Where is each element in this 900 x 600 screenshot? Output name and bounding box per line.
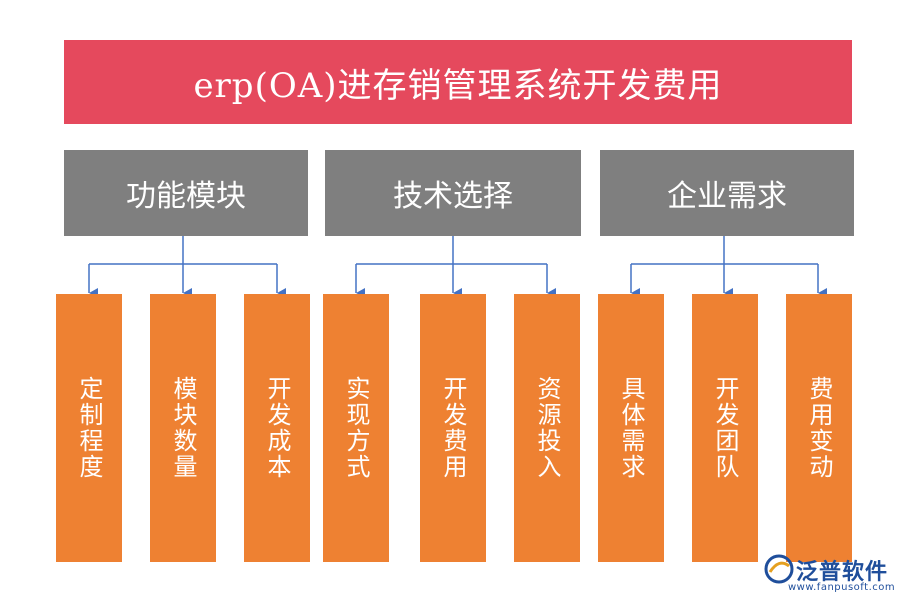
category-label: 企业需求 xyxy=(667,179,787,214)
leaf-label: 实现方式 xyxy=(342,376,370,480)
leaf-label: 资源投入 xyxy=(533,376,561,480)
leaf-label: 费用变动 xyxy=(805,376,833,480)
category-box-enterprise-needs: 企业需求 xyxy=(600,150,854,236)
connector-group-3 xyxy=(630,236,827,298)
category-label: 功能模块 xyxy=(126,179,246,214)
leaf-label: 定制程度 xyxy=(75,376,103,480)
leaf-label: 开发费用 xyxy=(439,376,467,480)
logo-mark-icon xyxy=(764,554,794,584)
leaf-box: 开发费用 xyxy=(420,294,486,562)
connector-group-2 xyxy=(355,236,556,298)
leaf-label: 开发团队 xyxy=(711,376,739,480)
title-banner: erp(OA)进存销管理系统开发费用 xyxy=(64,40,852,124)
diagram-title: erp(OA)进存销管理系统开发费用 xyxy=(193,65,723,106)
leaf-box: 具体需求 xyxy=(598,294,664,562)
leaf-box: 开发成本 xyxy=(244,294,310,562)
leaf-box: 模块数量 xyxy=(150,294,216,562)
category-label: 技术选择 xyxy=(393,179,513,214)
category-box-tech-choice: 技术选择 xyxy=(325,150,581,236)
connector-group-1 xyxy=(88,236,286,298)
leaf-box: 实现方式 xyxy=(323,294,389,562)
leaf-label: 具体需求 xyxy=(617,376,645,480)
leaf-box: 开发团队 xyxy=(692,294,758,562)
leaf-box: 费用变动 xyxy=(786,294,852,562)
category-box-function-module: 功能模块 xyxy=(64,150,308,236)
leaf-label: 开发成本 xyxy=(263,376,291,480)
watermark-logo: 泛普软件 www.fanpusoft.com xyxy=(762,552,896,598)
leaf-box: 资源投入 xyxy=(514,294,580,562)
logo-name: 泛普软件 xyxy=(796,560,889,585)
leaf-label: 模块数量 xyxy=(169,376,197,480)
logo-url: www.fanpusoft.com xyxy=(788,582,896,593)
leaf-box: 定制程度 xyxy=(56,294,122,562)
